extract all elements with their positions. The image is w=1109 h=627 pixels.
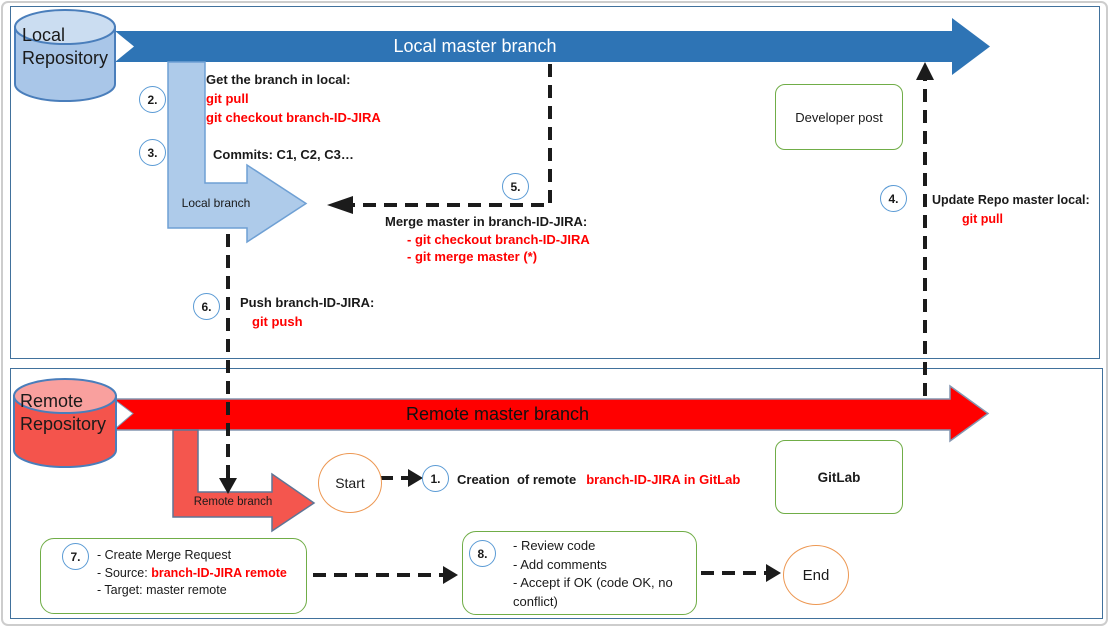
step7-line2: - Source: branch-ID-JIRA remote	[97, 565, 287, 583]
local-repository-lane	[10, 6, 1100, 359]
connector-step5-merge	[351, 64, 552, 207]
remote-master-branch-arrow	[114, 384, 990, 443]
step6-text: Push branch-ID-JIRA: git push	[240, 293, 374, 331]
remote-branch-arrow	[172, 429, 316, 533]
end-label: End	[802, 566, 830, 584]
step-1-badge: 1.	[422, 465, 449, 492]
step-4-badge: 4.	[880, 185, 907, 212]
local-branch-label: Local branch	[181, 196, 251, 210]
step3-text: Commits: C1, C2, C3…	[213, 147, 354, 162]
step6-cmd: git push	[252, 314, 303, 329]
local-master-branch-arrow	[115, 18, 990, 75]
step5-text: Merge master in branch-ID-JIRA: - git ch…	[385, 213, 590, 266]
step-8-badge: 8.	[469, 540, 496, 567]
step1-red: branch-ID-JIRA in GitLab	[586, 472, 741, 487]
step-6-badge: 6.	[193, 293, 220, 320]
step2-cmd1: git pull	[206, 91, 249, 106]
remote-repository-label: Remote Repository	[20, 391, 107, 434]
step8-line2: - Add comments	[513, 556, 607, 572]
step4-text: Update Repo master local: git pull	[932, 191, 1090, 229]
step4-title: Update Repo master local:	[932, 193, 1090, 207]
arrowhead-left-icon	[327, 196, 353, 214]
step4-cmd: git pull	[962, 212, 1003, 226]
local-master-branch-label: Local master branch	[393, 36, 557, 56]
arrowhead-right-icon	[766, 564, 781, 582]
local-repository-label: Local Repository	[22, 25, 109, 68]
developer-post-label: Developer post	[795, 109, 883, 125]
local-master-arrow-notch	[115, 31, 134, 62]
review-lines: - Review code - Add comments - Accept if…	[463, 532, 693, 611]
end-node: End	[783, 545, 849, 605]
arrowhead-down-icon	[219, 478, 237, 494]
review-box: - Review code - Add comments - Accept if…	[462, 531, 697, 615]
start-node: Start	[318, 453, 382, 513]
step5-cmd2: - git merge master (*)	[407, 249, 538, 264]
step7-line2-red: branch-ID-JIRA remote	[151, 565, 287, 580]
remote-branch-label: Remote branch	[193, 496, 273, 508]
merge-request-lines: - Create Merge Request - Source: branch-…	[41, 539, 287, 600]
step7-line2-black: - Source:	[97, 565, 152, 580]
step-2-badge: 2.	[139, 86, 166, 113]
arrowhead-right-icon	[408, 469, 423, 487]
step7-line1: - Create Merge Request	[97, 548, 232, 562]
arrowhead-right-icon	[443, 566, 458, 584]
local-repository-database-icon	[14, 9, 116, 102]
step-7-badge: 7.	[62, 543, 89, 570]
local-branch-arrow	[167, 61, 308, 244]
developer-post-box: Developer post	[775, 84, 903, 150]
step8-line1: - Review code	[513, 538, 596, 553]
step2-text: Get the branch in local: git pull git ch…	[206, 70, 381, 127]
step2-title: Get the branch in local:	[206, 72, 351, 87]
step2-cmd2: git checkout branch-ID-JIRA	[206, 110, 381, 125]
step7-line3: - Target: master remote	[97, 583, 227, 597]
gitlab-box: GitLab	[775, 440, 903, 514]
remote-master-branch-label: Remote master branch	[405, 404, 590, 424]
gitlab-label: GitLab	[817, 469, 861, 485]
arrowhead-up-icon	[916, 62, 934, 80]
remote-repository-database-icon	[13, 378, 117, 468]
step-5-badge: 5.	[502, 173, 529, 200]
step5-cmd1: - git checkout branch-ID-JIRA	[407, 231, 590, 247]
step1-black: Creation of remote	[457, 472, 577, 487]
remote-repository-lane	[10, 368, 1103, 619]
start-label: Start	[335, 475, 365, 491]
step6-title: Push branch-ID-JIRA:	[240, 295, 375, 310]
step1-text: Creation of remote branch-ID-JIRA in GitL…	[457, 470, 740, 489]
step8-line3: - Accept if OK (code OK, no conflict)	[513, 575, 673, 609]
step-3-badge: 3.	[139, 139, 166, 166]
step5-title: Merge master in branch-ID-JIRA:	[385, 214, 588, 229]
